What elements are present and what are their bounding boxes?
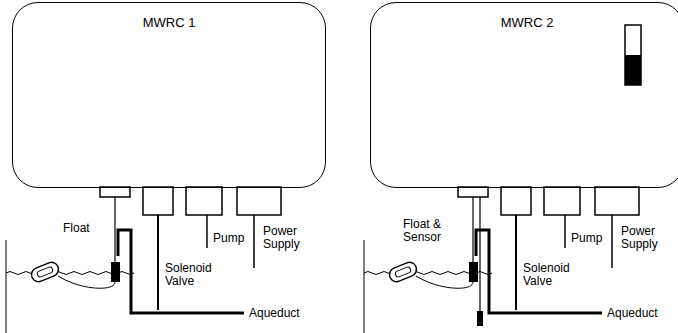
part-label: Pump: [570, 232, 603, 245]
part-label: Aqueduct: [248, 307, 301, 320]
part-label: Power Supply: [262, 225, 308, 251]
part-label: Solenoid Valve: [164, 262, 222, 288]
part-label: Solenoid Valve: [522, 262, 580, 288]
part-label: Pump: [212, 232, 245, 245]
part-label: Aqueduct: [606, 307, 659, 320]
part-label: Power Supply: [620, 225, 666, 251]
controller-name: MWRC 2: [371, 15, 678, 30]
sensor: [477, 311, 483, 326]
unit-illustration: [364, 187, 639, 333]
level-indicator: [625, 25, 641, 85]
part-label: Float: [62, 222, 91, 235]
controller-box: MWRC 1: [12, 2, 326, 188]
controller-box: MWRC 2: [370, 2, 678, 188]
sensor-cable: [479, 197, 480, 313]
part-label: Float & Sensor: [402, 218, 448, 244]
level-fill: [625, 55, 641, 85]
unit-illustration: [6, 187, 281, 333]
controller-name: MWRC 1: [13, 15, 325, 30]
